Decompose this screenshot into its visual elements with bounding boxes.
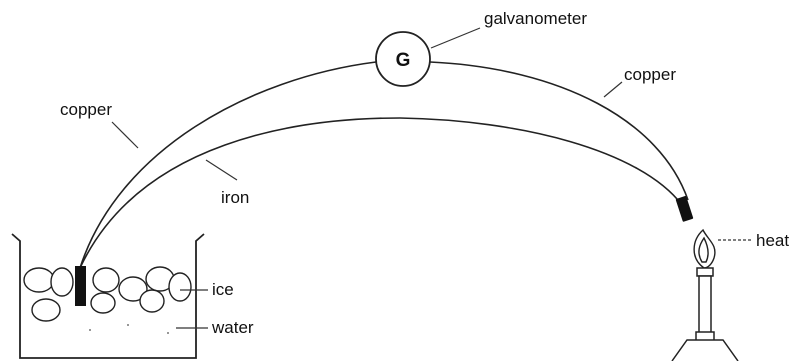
- bunsen-burner: [671, 267, 739, 361]
- flame-outer: [693, 228, 716, 269]
- flame-inner: [698, 236, 709, 263]
- galvanometer-symbol: G: [396, 50, 411, 71]
- burner-collar: [696, 267, 714, 277]
- ice-cube: [118, 276, 148, 302]
- iron-wire: [79, 117, 683, 269]
- cold-junction: [75, 266, 86, 306]
- heat-label: heat: [756, 231, 789, 250]
- beaker-outline: [11, 233, 205, 359]
- bunsen-flame: [693, 228, 716, 269]
- iron-label: iron: [221, 188, 249, 207]
- beaker: [11, 233, 205, 359]
- copper-left-label: copper: [60, 100, 112, 119]
- water-surface-dots: [89, 324, 169, 334]
- ice-cube: [92, 267, 120, 293]
- copper-right-leader-line: [603, 81, 623, 98]
- copper-right-label: copper: [624, 65, 676, 84]
- water-dot: [167, 332, 169, 334]
- galvanometer-label: galvanometer: [484, 9, 587, 28]
- water-label: water: [211, 318, 254, 337]
- ice-cube: [31, 298, 61, 322]
- ice-cube: [90, 292, 116, 314]
- iron-leader-line: [205, 159, 238, 181]
- water-dot: [89, 329, 91, 331]
- ice-cube: [168, 272, 192, 302]
- galvanometer-leader-line: [430, 27, 481, 49]
- copper-wire-left: [79, 61, 377, 269]
- ice-cube: [50, 267, 74, 297]
- ice-label: ice: [212, 280, 234, 299]
- copper-left-leader-line: [111, 121, 139, 149]
- ice-cube: [139, 289, 165, 313]
- ice-cube: [23, 267, 55, 293]
- water-dot: [127, 324, 129, 326]
- ice-cubes: [23, 266, 192, 322]
- galvanometer: G: [375, 31, 431, 87]
- copper-wire-right: [429, 61, 689, 201]
- galvanometer-circle: [375, 31, 431, 87]
- hot-junction: [675, 195, 694, 222]
- burner-tube: [698, 275, 712, 341]
- burner-base: [671, 339, 739, 361]
